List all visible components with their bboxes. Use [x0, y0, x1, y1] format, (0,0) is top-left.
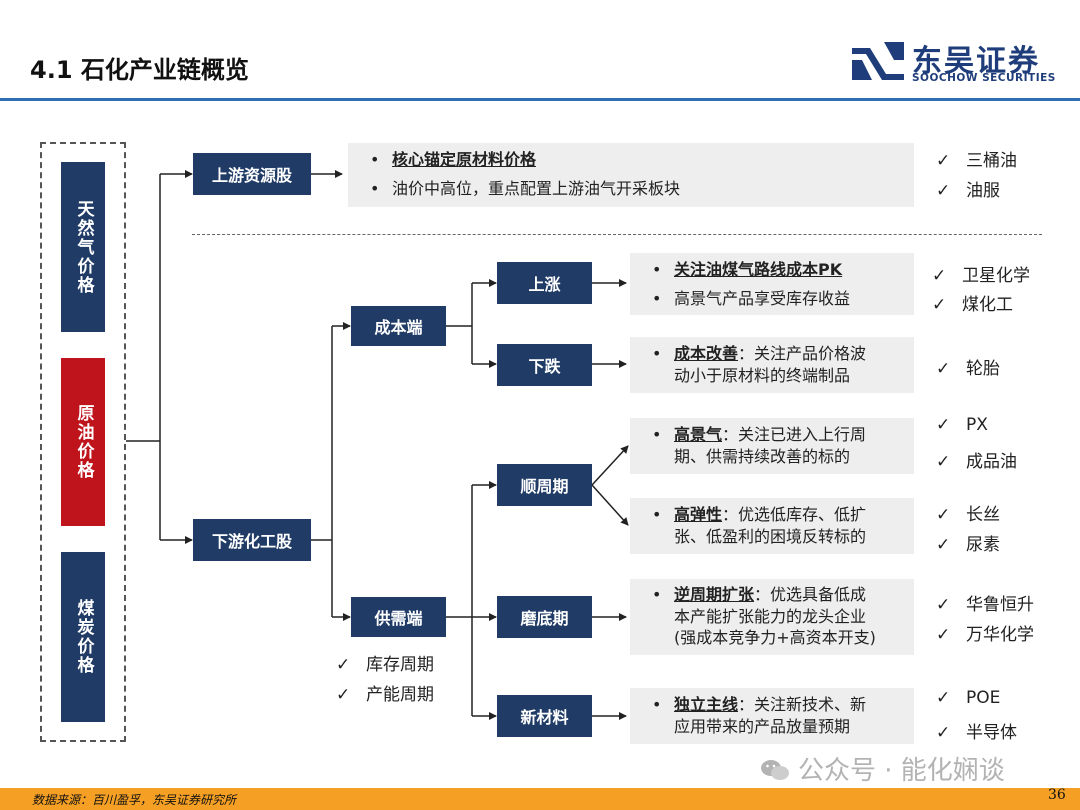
cyclical-node: 顺周期	[497, 464, 592, 506]
watermark: 公众号 · 能化娴谈	[760, 750, 1005, 787]
section-divider	[192, 234, 1042, 235]
upstream-bullet-1: •核心锚定原材料价格	[370, 150, 537, 169]
target-filament: ✓长丝	[936, 505, 1000, 525]
rise-bullet-2: •高景气产品享受库存收益	[652, 289, 851, 308]
target-three-barrels: ✓三桶油	[936, 151, 1017, 171]
elastic-panel	[630, 498, 914, 554]
rise-node: 上涨	[497, 262, 592, 304]
check-icon: ✓	[936, 625, 951, 645]
target-poe: ✓POE	[936, 688, 1001, 708]
check-icon: ✓	[936, 359, 951, 379]
target-coal-chem: ✓煤化工	[932, 295, 1013, 315]
check-icon: ✓	[936, 181, 951, 201]
target-hualu: ✓华鲁恒升	[936, 595, 1034, 615]
data-source: 数据来源：百川盈孚，东吴证券研究所	[32, 793, 237, 807]
supply-check-capacity: ✓产能周期	[336, 685, 434, 705]
check-icon: ✓	[936, 505, 951, 525]
header-rule	[0, 98, 1080, 101]
elastic-bullet: •高弹性：优选低库存、低扩张、低盈利的困境反转标的	[652, 505, 867, 546]
check-icon: ✓	[936, 535, 951, 555]
target-tires: ✓轮胎	[936, 359, 1000, 379]
page-number: 36	[1048, 787, 1066, 803]
check-icon: ✓	[936, 151, 951, 171]
input-prices-group	[40, 142, 126, 742]
logo-english: SOOCHOW SECURITIES	[912, 72, 1056, 84]
supply-demand-node: 供需端	[351, 597, 446, 637]
natural-gas-price: 天然气价格	[61, 162, 105, 332]
soochow-logo-icon	[850, 40, 906, 82]
check-icon: ✓	[336, 655, 351, 675]
crude-oil-price: 原油价格	[61, 358, 105, 526]
supply-check-inventory: ✓库存周期	[336, 655, 434, 675]
rise-bullet-1: •关注油煤气路线成本PK	[652, 260, 843, 279]
fall-bullet: •成本改善：关注产品价格波动小于原材料的终端制品	[652, 344, 867, 385]
boom-panel	[630, 418, 914, 474]
upstream-bullet-2: •油价中高位，重点配置上游油气开采板块	[370, 179, 681, 198]
new-materials-node: 新材料	[497, 695, 592, 737]
rise-panel	[630, 253, 914, 315]
target-semiconductor: ✓半导体	[936, 723, 1017, 743]
boom-bullet: •高景气：关注已进入上行周期、供需持续改善的标的	[652, 425, 867, 466]
check-icon: ✓	[932, 266, 947, 286]
logo-chinese: 东吴证券	[912, 44, 1040, 79]
target-urea: ✓尿素	[936, 535, 1000, 555]
cost-side-node: 成本端	[351, 306, 446, 346]
target-wanhua: ✓万华化学	[936, 625, 1034, 645]
check-icon: ✓	[936, 415, 951, 435]
fall-panel	[630, 337, 914, 393]
wechat-icon	[761, 760, 789, 780]
counter-cyclical-panel	[630, 579, 914, 655]
target-oil-services: ✓油服	[936, 181, 1000, 201]
coal-price: 煤炭价格	[61, 552, 105, 722]
upstream-panel	[348, 143, 914, 207]
target-refined-oil: ✓成品油	[936, 452, 1017, 472]
downstream-node: 下游化工股	[193, 519, 311, 561]
independent-panel	[630, 688, 914, 744]
independent-bullet: •独立主线：关注新技术、新应用带来的产品放量预期	[652, 695, 867, 736]
page-title: 4.1 石化产业链概览	[30, 56, 249, 84]
target-satellite-chem: ✓卫星化学	[932, 266, 1030, 286]
footer-bar	[0, 788, 1080, 810]
check-icon: ✓	[336, 685, 351, 705]
check-icon: ✓	[936, 595, 951, 615]
fall-node: 下跌	[497, 344, 592, 386]
check-icon: ✓	[932, 295, 947, 315]
check-icon: ✓	[936, 723, 951, 743]
check-icon: ✓	[936, 452, 951, 472]
target-px: ✓PX	[936, 415, 988, 435]
check-icon: ✓	[936, 688, 951, 708]
bottoming-node: 磨底期	[497, 596, 592, 638]
counter-cyclical-bullet: •逆周期扩张：优选具备低成本产能扩张能力的龙头企业(强成本竞争力+高资本开支)	[652, 585, 876, 648]
upstream-node: 上游资源股	[193, 153, 311, 195]
